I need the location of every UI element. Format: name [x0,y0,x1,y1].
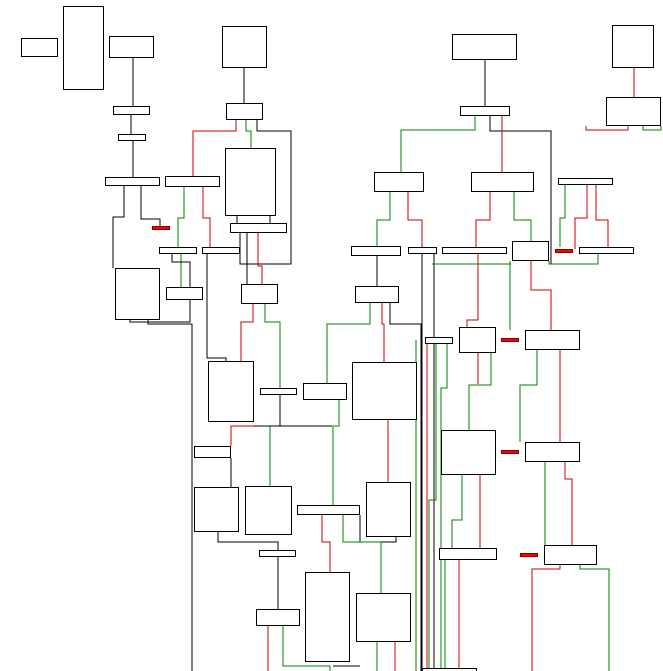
basic-block[interactable] [225,148,276,216]
basic-block[interactable] [422,668,477,671]
edge-true [451,475,463,548]
basic-block[interactable] [208,361,254,422]
basic-block[interactable] [351,246,401,256]
basic-block[interactable] [260,388,297,395]
basic-block[interactable] [612,25,654,68]
basic-block[interactable] [166,287,203,300]
edge-false [257,233,263,284]
edge-true [332,400,340,505]
basic-block[interactable] [165,176,220,187]
basic-block[interactable] [442,247,507,254]
edge-true [579,565,610,671]
basic-block[interactable] [606,97,661,126]
basic-block[interactable] [303,383,347,400]
basic-block[interactable] [226,103,263,120]
basic-block[interactable] [558,178,613,185]
edge-unconditional [489,116,552,264]
basic-block[interactable] [355,286,399,303]
basic-block[interactable] [194,487,239,532]
edge-true [468,353,492,430]
edge-true [400,116,476,172]
edge-true [642,126,662,131]
basic-block[interactable] [109,36,154,58]
basic-block[interactable] [256,609,300,626]
basic-block[interactable] [113,106,150,115]
edge-false [564,462,573,545]
basic-block[interactable] [408,247,437,254]
edge-false [530,261,552,330]
edge-false [407,192,423,247]
edge-unconditional [140,186,161,226]
basic-block[interactable] [230,223,287,233]
basic-block[interactable] [525,442,580,462]
basic-block[interactable] [105,177,160,186]
basic-block[interactable] [194,446,231,458]
edge-false [585,126,629,131]
edge-unconditional [217,532,279,550]
edge-true [245,120,252,148]
edge-true [513,192,532,247]
edge-false [595,185,609,247]
basic-block[interactable] [21,38,58,57]
basic-block[interactable] [452,34,517,60]
edge-true [440,344,448,671]
edge-true [264,304,281,388]
basic-block[interactable] [374,172,424,192]
basic-block[interactable] [366,482,411,537]
highlighted-basic-block[interactable] [555,249,573,253]
edge-false [240,304,254,361]
edge-true [548,254,599,265]
basic-block[interactable] [222,26,267,68]
basic-block[interactable] [471,172,534,192]
basic-block[interactable] [352,362,417,420]
edge-false [466,254,479,327]
highlighted-basic-block[interactable] [501,450,519,454]
edge-true [428,344,437,671]
edge-false [321,515,331,572]
basic-block[interactable] [241,284,278,304]
highlighted-basic-block[interactable] [501,338,519,342]
basic-block[interactable] [460,106,510,116]
edge-false [531,565,561,671]
edge-unconditional [112,186,125,268]
basic-block[interactable] [115,268,160,320]
edge-unconditional [147,320,193,671]
basic-block[interactable] [544,545,597,565]
basic-block[interactable] [425,337,453,344]
basic-block[interactable] [459,327,496,353]
edge-false [574,185,588,249]
edge-false [192,120,237,176]
basic-block[interactable] [579,247,634,254]
edge-false [381,303,385,362]
basic-block[interactable] [305,572,350,662]
edge-true [559,185,566,247]
edge-true [342,515,382,593]
edge-true [326,303,371,383]
basic-block[interactable] [118,134,146,141]
edge-unconditional [389,303,422,671]
edge-true [282,626,331,671]
edge-unconditional [206,254,227,361]
basic-block[interactable] [297,505,360,515]
basic-block[interactable] [525,330,580,350]
edge-false [202,187,211,247]
edge-true [177,187,185,247]
edge-true [519,350,538,442]
basic-block[interactable] [159,247,197,254]
basic-block[interactable] [63,6,104,90]
basic-block[interactable] [245,486,292,535]
basic-block[interactable] [356,593,411,642]
basic-block[interactable] [259,550,296,557]
basic-block[interactable] [439,548,497,560]
edge-true [376,192,391,246]
edge-unconditional [239,120,292,265]
basic-block[interactable] [441,430,496,475]
edge-false [475,192,491,247]
highlighted-basic-block[interactable] [152,226,170,230]
basic-block[interactable] [512,241,549,261]
highlighted-basic-block[interactable] [520,553,538,557]
basic-block[interactable] [202,247,240,254]
